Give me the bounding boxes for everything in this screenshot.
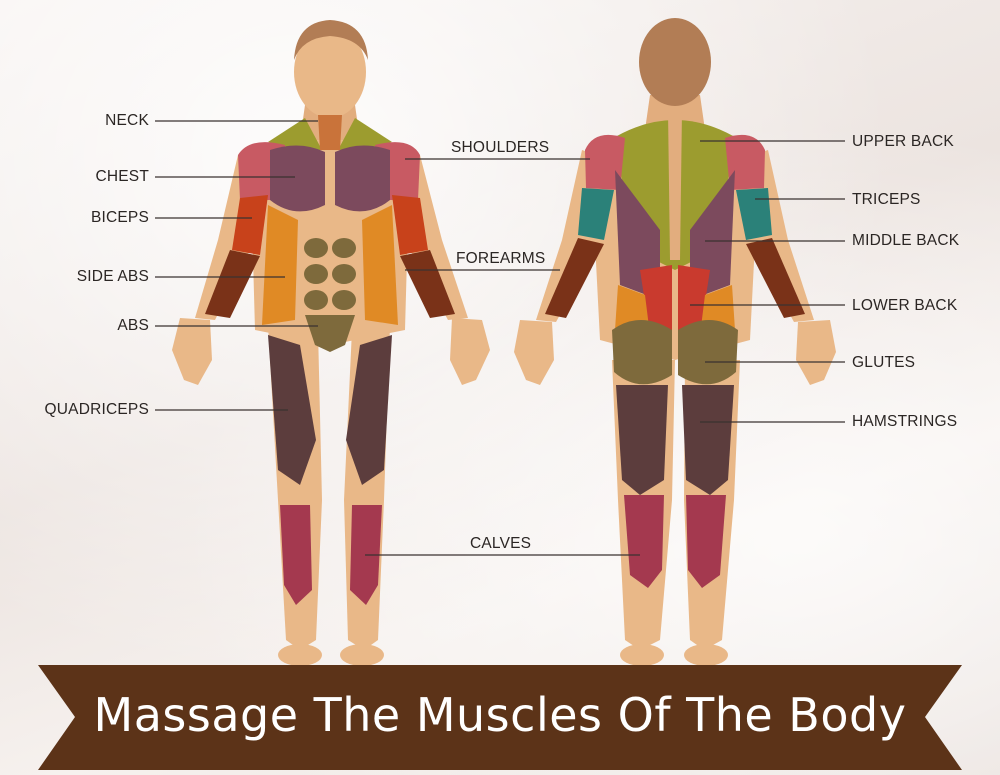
leader-lines — [155, 120, 845, 556]
label-calves: CALVES — [470, 535, 532, 552]
label-glutes: GLUTES — [852, 354, 916, 371]
label-neck: NECK — [105, 112, 149, 129]
title-banner — [38, 665, 962, 770]
back-figure — [514, 18, 836, 666]
front-figure — [172, 20, 490, 666]
label-middle-back: MIDDLE BACK — [852, 232, 960, 249]
label-side-abs: SIDE ABS — [76, 268, 149, 285]
label-chest: CHEST — [95, 168, 149, 185]
label-triceps: TRICEPS — [852, 191, 921, 208]
label-shoulders: SHOULDERS — [451, 139, 550, 156]
label-forearms: FOREARMS — [456, 250, 546, 267]
page-title: Massage The Muscles Of The Body — [93, 688, 907, 742]
label-biceps: BICEPS — [90, 209, 149, 226]
label-quadriceps: QUADRICEPS — [44, 401, 149, 418]
label-upper-back: UPPER BACK — [852, 133, 954, 150]
label-hamstrings: HAMSTRINGS — [852, 413, 958, 430]
label-lower-back: LOWER BACK — [852, 297, 958, 314]
label-abs: ABS — [117, 317, 149, 334]
